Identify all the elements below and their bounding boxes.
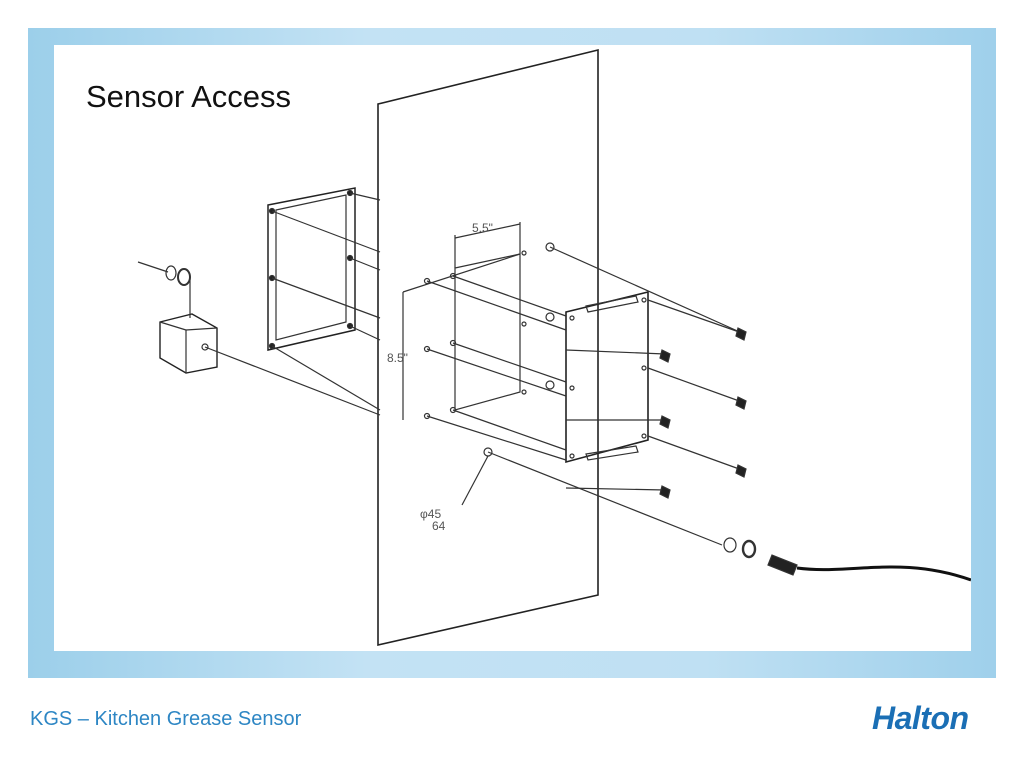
wing-nuts xyxy=(659,327,747,499)
dimension-height-label: 8.5" xyxy=(387,351,408,365)
duct-wall-panel xyxy=(377,48,599,647)
grease-sensor-with-cable xyxy=(723,537,971,582)
halton-logo: Halton xyxy=(872,700,969,736)
hole-diameter-label: φ45 xyxy=(420,507,441,521)
dimension-width-label: 5.5" xyxy=(472,221,493,235)
sensor-bracket xyxy=(159,313,381,416)
mounting-frame xyxy=(267,187,381,411)
exploded-assembly-drawing: 5.5" 8.5" φ45 64 xyxy=(137,48,971,647)
slide-title: Sensor Access xyxy=(86,79,292,114)
hole-diameter-denominator: 64 xyxy=(432,519,446,533)
footer-product-name: KGS – Kitchen Grease Sensor xyxy=(30,708,302,730)
access-cover-plate xyxy=(565,290,649,464)
left-washers xyxy=(137,261,191,318)
fastener-lines xyxy=(426,246,743,546)
wall-cutout xyxy=(402,222,555,506)
drawing-panel: Sensor Access xyxy=(54,45,971,651)
